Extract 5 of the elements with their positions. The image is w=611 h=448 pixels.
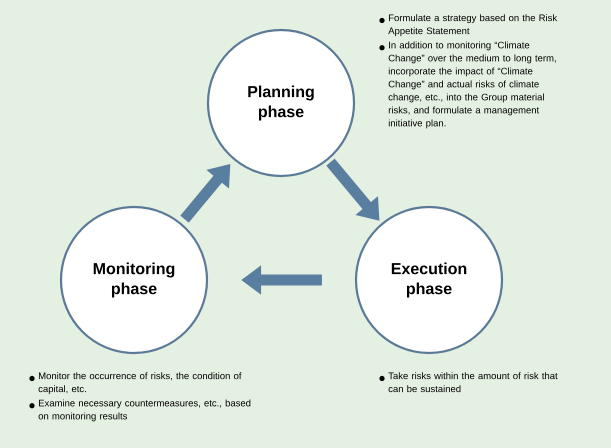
bullet-text: Take risks within the amount of risk that can be sustained <box>388 372 558 392</box>
bullet-text: Monitor the occurrence of risks, the condition of capital, etc. <box>38 372 242 394</box>
bullet-text: Formulate a strategy based on the Risk Appetite Statement <box>388 14 558 36</box>
bullet-text: Examine necessary countermeasures, etc., based on monitoring results <box>38 399 250 422</box>
bullet-text: In addition to monitoring “Climate Change” over the medium to long term, incorporate the impact of “Climate Change” and actual risks of climate change, etc., into the Group material risks, and formulate a management initiative plan. <box>388 41 556 128</box>
